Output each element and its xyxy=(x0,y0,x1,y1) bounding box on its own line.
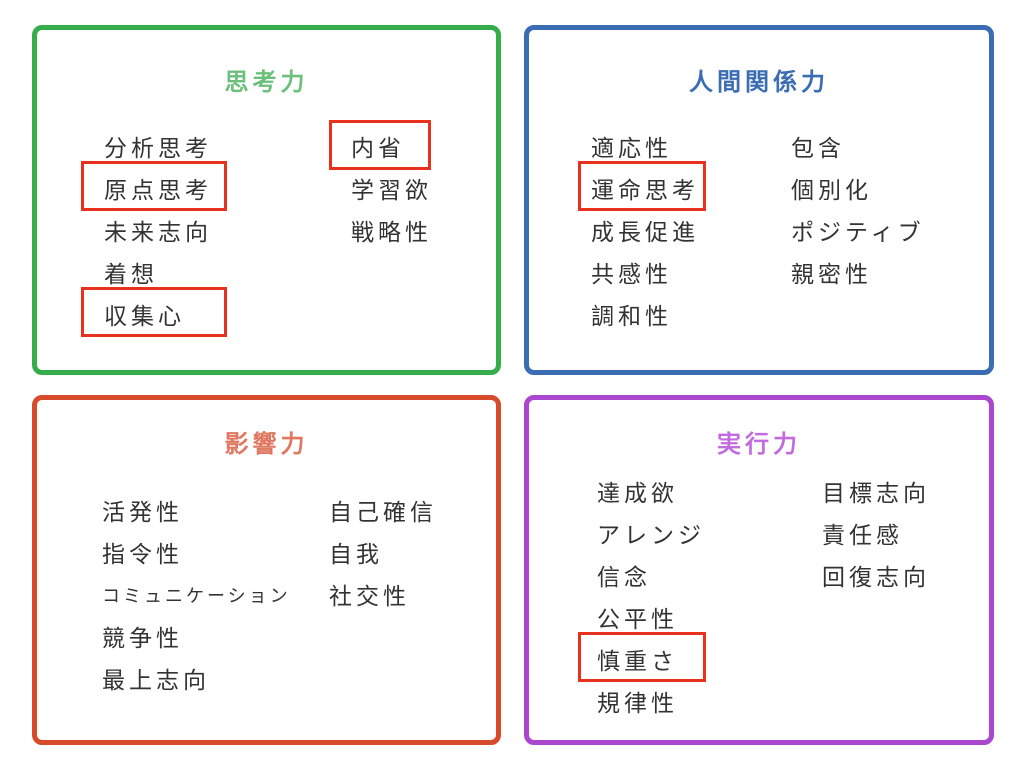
strength-item: 学習欲 xyxy=(351,178,432,204)
panel-title-influence: 影響力 xyxy=(224,430,309,458)
strength-item: 回復志向 xyxy=(822,565,930,591)
influence-column-1: 活発性 指令性 コミュニケーション 競争性 最上志向 xyxy=(102,492,291,702)
strength-item: 最上志向 xyxy=(102,668,210,694)
panel-title-relationship: 人間関係力 xyxy=(689,68,829,96)
strength-item-highlighted: 収集心 xyxy=(104,304,185,330)
strength-item: アレンジ xyxy=(597,523,705,549)
strength-item-highlighted: 内省 xyxy=(351,136,405,162)
strength-item: 調和性 xyxy=(591,304,672,330)
execution-column-1: 達成欲 アレンジ 信念 公平性 慎重さ 規律性 xyxy=(597,473,705,725)
strength-item: 着想 xyxy=(104,262,158,288)
strength-item: 戦略性 xyxy=(351,220,432,246)
strength-item: 達成欲 xyxy=(597,481,678,507)
thinking-column-2: 内省 学習欲 戦略性 xyxy=(351,128,432,254)
panel-execution: 実行力 達成欲 アレンジ 信念 公平性 慎重さ 規律性 目標志向 責任感 回復志… xyxy=(524,395,994,745)
relationship-column-1: 適応性 運命思考 成長促進 共感性 調和性 xyxy=(591,128,699,338)
strength-item: 共感性 xyxy=(591,262,672,288)
strength-item: 分析思考 xyxy=(104,136,212,162)
strength-item: 規律性 xyxy=(597,691,678,717)
panel-relationship: 人間関係力 適応性 運命思考 成長促進 共感性 調和性 包含 個別化 ポジティブ… xyxy=(524,25,994,375)
panel-title-execution: 実行力 xyxy=(717,430,801,458)
influence-column-2: 自己確信 自我 社交性 xyxy=(329,492,437,618)
strength-item: 公平性 xyxy=(597,607,678,633)
strength-item: ポジティブ xyxy=(791,220,925,246)
panel-thinking: 思考力 分析思考 原点思考 未来志向 着想 収集心 内省 学習欲 戦略性 xyxy=(32,25,501,375)
strength-item: 社交性 xyxy=(329,584,410,610)
strength-item: 成長促進 xyxy=(591,220,699,246)
panel-influence: 影響力 活発性 指令性 コミュニケーション 競争性 最上志向 自己確信 自我 社… xyxy=(32,395,501,745)
relationship-column-2: 包含 個別化 ポジティブ 親密性 xyxy=(791,128,925,296)
panel-title-thinking: 思考力 xyxy=(224,68,309,96)
strength-item: 自我 xyxy=(329,542,383,568)
strength-item: 包含 xyxy=(791,136,845,162)
strength-item-highlighted: 慎重さ xyxy=(597,649,678,675)
strength-item: 活発性 xyxy=(102,500,183,526)
strength-item: 個別化 xyxy=(791,178,872,204)
thinking-column-1: 分析思考 原点思考 未来志向 着想 収集心 xyxy=(104,128,212,338)
strength-item: 適応性 xyxy=(591,136,672,162)
strength-item: 未来志向 xyxy=(104,220,212,246)
strength-item: コミュニケーション xyxy=(102,586,291,607)
strength-item-highlighted: 運命思考 xyxy=(591,178,699,204)
strength-item: 責任感 xyxy=(822,523,903,549)
strength-item: 親密性 xyxy=(791,262,872,288)
strength-item: 自己確信 xyxy=(329,500,437,526)
strength-item-highlighted: 原点思考 xyxy=(104,178,212,204)
strength-item: 競争性 xyxy=(102,626,183,652)
execution-column-2: 目標志向 責任感 回復志向 xyxy=(822,473,930,599)
strength-item: 指令性 xyxy=(102,542,183,568)
strength-item: 信念 xyxy=(597,565,651,591)
strength-item: 目標志向 xyxy=(822,481,930,507)
